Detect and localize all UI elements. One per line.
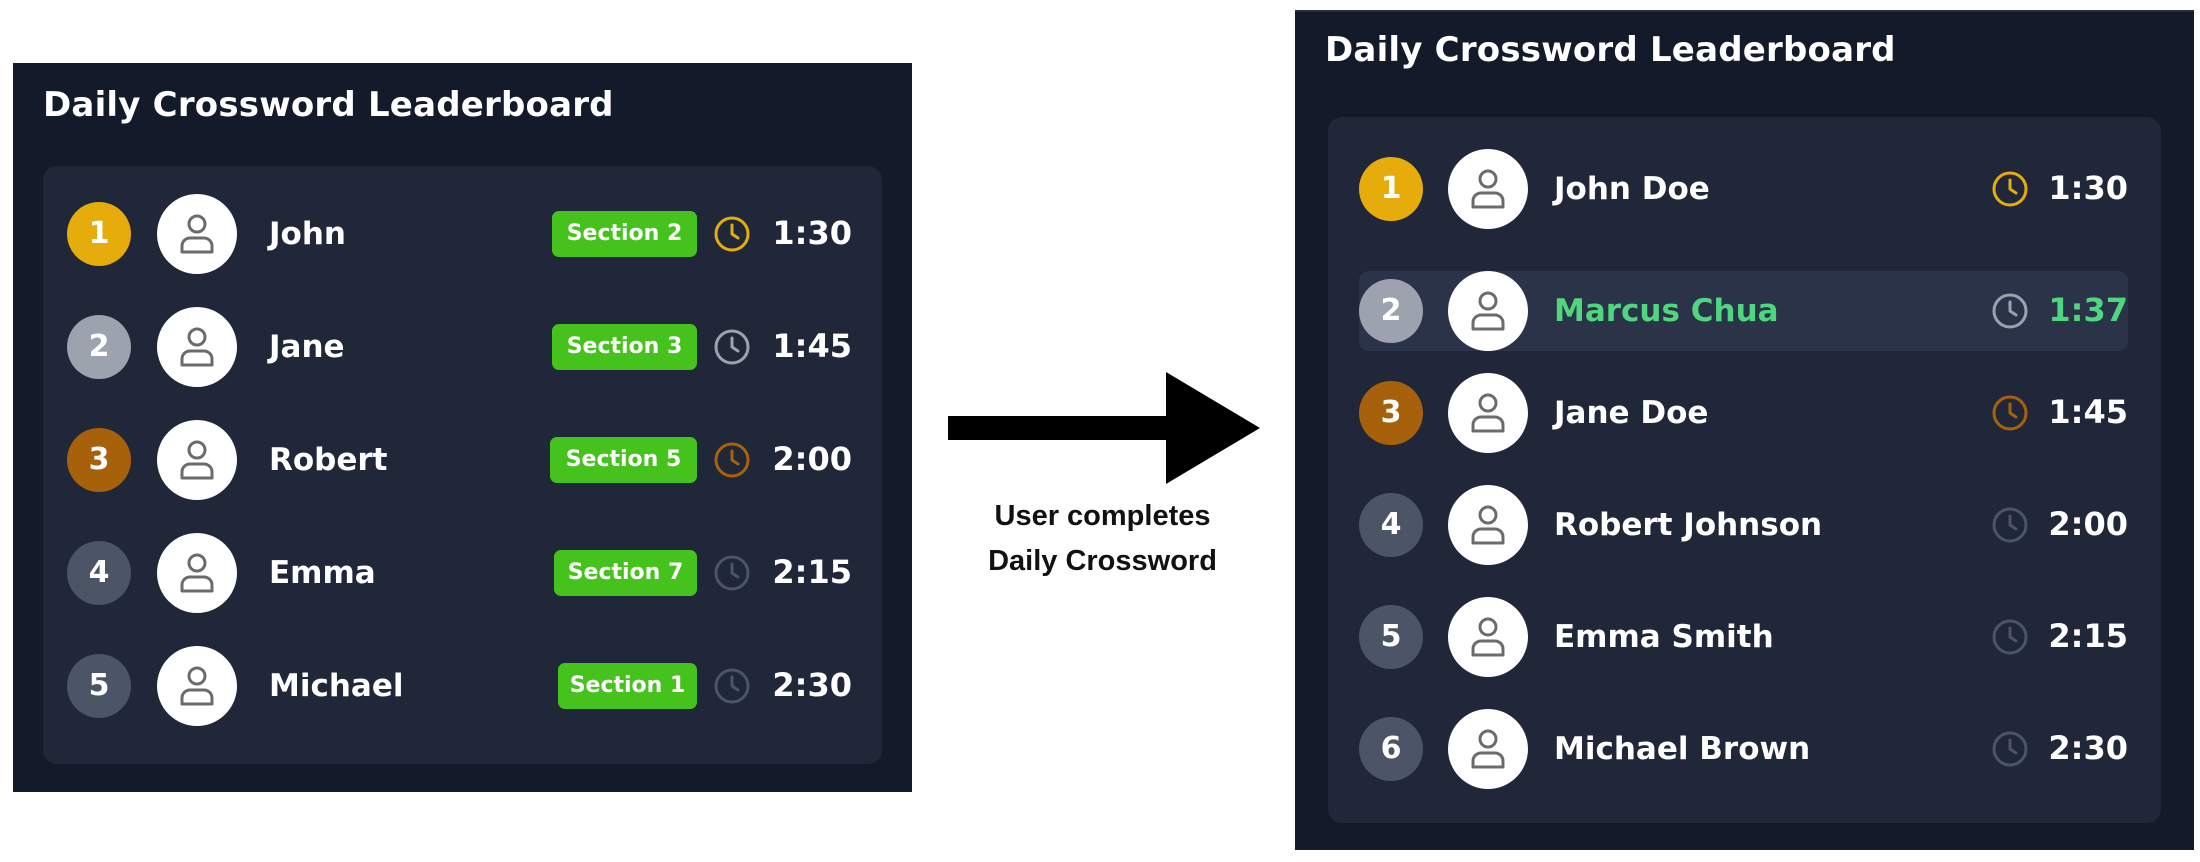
completion-time: 2:00 — [2048, 505, 2128, 543]
completion-time: 1:45 — [772, 327, 852, 365]
user-icon — [180, 214, 214, 254]
leaderboard-row[interactable]: 3 Jane Doe 1:45 — [1328, 341, 2161, 453]
completion-time: 2:30 — [2048, 729, 2128, 767]
rank-badge: 2 — [1359, 279, 1423, 343]
avatar — [157, 533, 237, 613]
gold-clock-icon — [714, 216, 750, 252]
avatar — [1448, 271, 1528, 351]
player-name: Robert Johnson — [1554, 507, 1823, 543]
bronze-clock-icon — [1992, 395, 2028, 431]
leaderboard-list: 1 John Doe 1:30 2 Marcus Chua 1:37 3 Jan… — [1328, 117, 2161, 823]
rank-badge: 4 — [67, 541, 131, 605]
player-name: Michael — [269, 668, 404, 704]
completion-time: 1:45 — [2048, 393, 2128, 431]
rank-badge: 4 — [1359, 493, 1423, 557]
leaderboard-row[interactable]: 4 Emma Section 7 2:15 — [43, 517, 882, 629]
rank-badge: 5 — [1359, 605, 1423, 669]
player-name: Robert — [269, 442, 388, 478]
caption-line: Daily Crossword — [988, 545, 1217, 577]
leaderboard-list: 1 John Section 2 1:30 2 Jane Section 3 1… — [43, 166, 882, 764]
dim-clock-icon — [714, 555, 750, 591]
leaderboard-row[interactable]: 2 Jane Section 3 1:45 — [43, 291, 882, 403]
dim-clock-icon — [1992, 507, 2028, 543]
rank-badge: 3 — [1359, 381, 1423, 445]
rank-badge: 6 — [1359, 717, 1423, 781]
avatar — [1448, 373, 1528, 453]
player-name: Emma Smith — [1554, 619, 1774, 655]
section-badge: Section 2 — [552, 211, 697, 257]
leaderboard-row[interactable]: 1 John Doe 1:30 — [1328, 117, 2161, 229]
user-icon — [1471, 393, 1505, 433]
dim-clock-icon — [1992, 619, 2028, 655]
completion-time: 1:37 — [2048, 291, 2128, 329]
user-icon — [1471, 291, 1505, 331]
silver-clock-icon — [714, 329, 750, 365]
user-icon — [180, 666, 214, 706]
player-name: Jane — [269, 329, 345, 365]
completion-time: 1:30 — [2048, 169, 2128, 207]
completion-time: 2:00 — [772, 440, 852, 478]
panel-title: Daily Crossword Leaderboard — [43, 85, 614, 125]
completion-time: 2:15 — [772, 553, 852, 591]
avatar — [157, 420, 237, 500]
rank-badge: 2 — [67, 315, 131, 379]
current-user-row[interactable]: 2 Marcus Chua 1:37 — [1359, 271, 2128, 351]
avatar — [1448, 485, 1528, 565]
transition-caption: User completes Daily Crossword — [940, 494, 1265, 584]
user-icon — [180, 440, 214, 480]
user-icon — [1471, 617, 1505, 657]
dim-clock-icon — [714, 668, 750, 704]
player-name: Jane Doe — [1554, 395, 1709, 431]
avatar — [1448, 149, 1528, 229]
section-badge: Section 3 — [552, 324, 697, 370]
avatar — [1448, 597, 1528, 677]
player-name: John Doe — [1554, 171, 1710, 207]
leaderboard-row[interactable]: 1 John Section 2 1:30 — [43, 178, 882, 290]
avatar — [157, 307, 237, 387]
section-badge: Section 5 — [550, 437, 697, 483]
rank-badge: 5 — [67, 654, 131, 718]
completion-time: 1:30 — [772, 214, 852, 252]
section-badge: Section 1 — [558, 663, 697, 709]
leaderboard-row[interactable]: 5 Michael Section 1 2:30 — [43, 630, 882, 742]
bronze-clock-icon — [714, 442, 750, 478]
player-name: Emma — [269, 555, 376, 591]
leaderboard-row[interactable]: 6 Michael Brown 2:30 — [1328, 677, 2161, 789]
right-arrow-icon — [948, 372, 1260, 484]
completion-time: 2:30 — [772, 666, 852, 704]
leaderboard-row[interactable]: 4 Robert Johnson 2:00 — [1328, 453, 2161, 565]
avatar — [1448, 709, 1528, 789]
user-icon — [1471, 729, 1505, 769]
leaderboard-row[interactable]: 5 Emma Smith 2:15 — [1328, 565, 2161, 677]
section-badge: Section 7 — [554, 550, 697, 596]
gold-clock-icon — [1992, 171, 2028, 207]
user-icon — [180, 327, 214, 367]
panel-title: Daily Crossword Leaderboard — [1325, 30, 1896, 70]
completion-time: 2:15 — [2048, 617, 2128, 655]
rank-badge: 1 — [1359, 157, 1423, 221]
caption-line: User completes — [994, 500, 1211, 532]
avatar — [157, 646, 237, 726]
leaderboard-before-panel: Daily Crossword Leaderboard 1 John Secti… — [13, 63, 912, 792]
rank-badge: 1 — [67, 202, 131, 266]
leaderboard-after-panel: Daily Crossword Leaderboard 1 John Doe 1… — [1295, 10, 2194, 850]
player-name: Marcus Chua — [1554, 293, 1779, 329]
user-icon — [1471, 169, 1505, 209]
user-icon — [180, 553, 214, 593]
silver-clock-icon — [1992, 293, 2028, 329]
dim-clock-icon — [1992, 731, 2028, 767]
leaderboard-row[interactable]: 3 Robert Section 5 2:00 — [43, 404, 882, 516]
user-icon — [1471, 505, 1505, 545]
player-name: John — [269, 216, 346, 252]
player-name: Michael Brown — [1554, 731, 1811, 767]
avatar — [157, 194, 237, 274]
rank-badge: 3 — [67, 428, 131, 492]
